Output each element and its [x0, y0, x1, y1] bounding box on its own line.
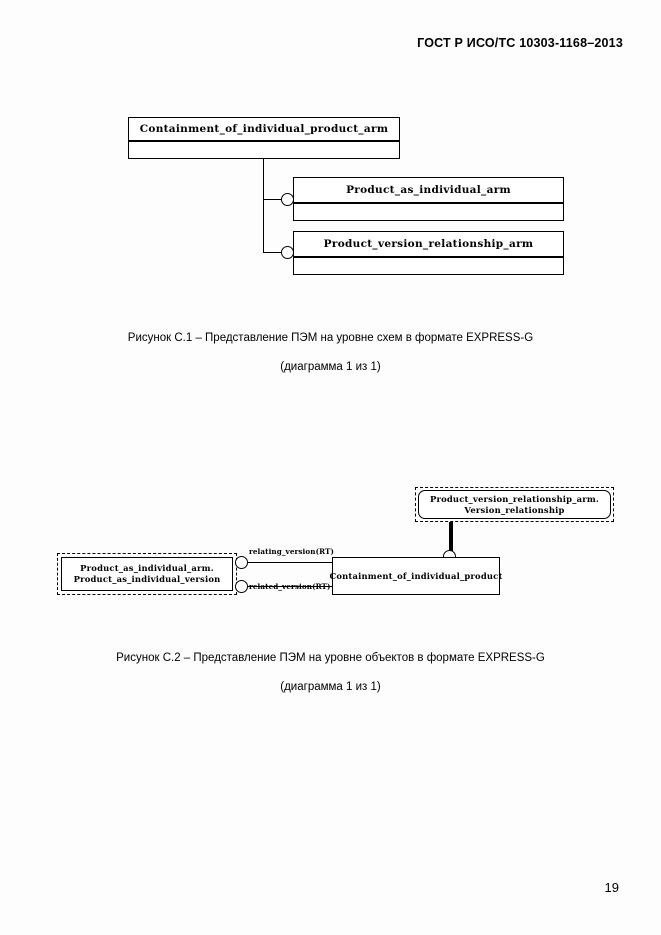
entity-box-line-1: Product_as_individual_arm.: [80, 563, 214, 573]
connector-branch-to-box-3: [263, 252, 286, 253]
edge-label-related-version: related_version(RT): [249, 582, 331, 591]
connector-thick-vertical: [449, 522, 453, 552]
entity-box-line-2: Version_relationship: [464, 504, 565, 515]
connector-trunk-vertical: [263, 158, 264, 252]
connector-line-related-version: [247, 586, 333, 587]
figure-2-caption-line-1: Рисунок C.2 – Представление ПЭМ на уровн…: [116, 652, 545, 664]
schema-box-title: Containment_of_individual_product_arm: [129, 118, 399, 142]
figure-1-caption-line-1: Рисунок C.1 – Представление ПЭМ на уровн…: [127, 332, 534, 344]
schema-box-product-as-individual-arm[interactable]: Product_as_individual_arm: [293, 177, 564, 221]
entity-box-label: Containment_of_individual_product: [329, 571, 503, 581]
connector-circle-box-3: [281, 246, 294, 259]
entity-box-line-2: Product_as_individual_version: [73, 574, 221, 584]
figure-2-caption: Рисунок C.2 – Представление ПЭМ на уровн…: [0, 650, 661, 696]
entity-box-version-relationship[interactable]: Product_version_relationship_arm. Versio…: [418, 490, 611, 519]
entity-box-product-as-individual-version[interactable]: Product_as_individual_arm. Product_as_in…: [61, 557, 233, 591]
edge-label-relating-version: relating_version(RT): [249, 547, 334, 556]
schema-box-title: Product_version_relationship_arm: [294, 232, 563, 258]
figure-1-caption: Рисунок C.1 – Представление ПЭМ на уровн…: [0, 330, 661, 376]
entity-box-containment-of-individual-product[interactable]: Containment_of_individual_product: [329, 557, 503, 595]
figure-1-express-g-schema-diagram: Containment_of_individual_product_arm Pr…: [0, 0, 661, 300]
connector-line-relating-version: [247, 562, 333, 563]
document-header: ГОСТ Р ИСО/ТС 10303-1168–2013: [417, 36, 623, 50]
schema-box-product-version-relationship-arm[interactable]: Product_version_relationship_arm: [293, 231, 564, 275]
page-number: 19: [604, 880, 619, 895]
connector-branch-to-box-2: [263, 199, 286, 200]
schema-box-title: Product_as_individual_arm: [294, 178, 563, 204]
connector-circle-box-2: [281, 193, 294, 206]
figure-2-caption-line-2: (диаграмма 1 из 1): [280, 681, 381, 693]
figure-1-caption-line-2: (диаграмма 1 из 1): [280, 361, 381, 373]
schema-box-containment-of-individual-product-arm[interactable]: Containment_of_individual_product_arm: [128, 117, 400, 159]
entity-box-line-1: Product_version_relationship_arm.: [429, 493, 600, 504]
